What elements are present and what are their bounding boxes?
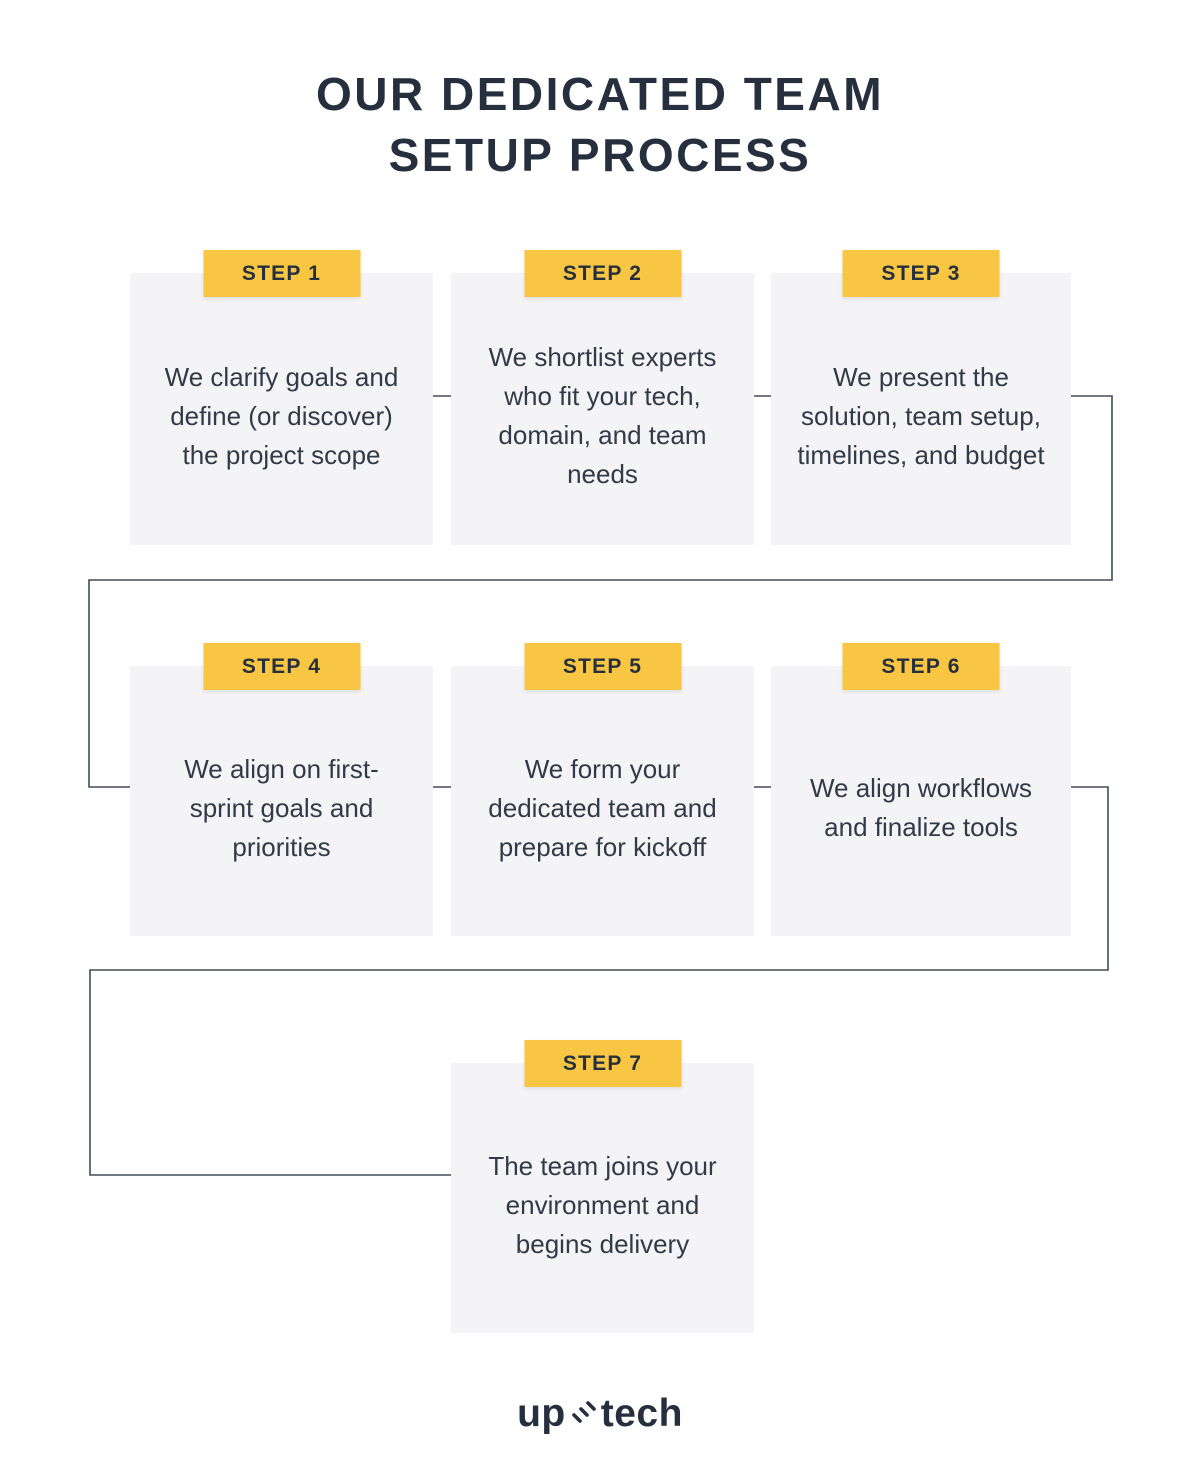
step-2-text: We shortlist experts who fit your tech, … — [488, 342, 717, 489]
step-card-6: STEP 6 We align workflows and finalize t… — [771, 643, 1071, 936]
logo-up-text: up — [517, 1392, 566, 1435]
step-1-badge: STEP 1 — [203, 250, 360, 297]
step-6-badge: STEP 6 — [842, 643, 1000, 690]
step-card-4: STEP 4 We align on first-sprint goals an… — [130, 643, 433, 936]
step-card-3: STEP 3 We present the solution, team set… — [771, 250, 1071, 545]
step-card-2: STEP 2 We shortlist experts who fit your… — [451, 250, 754, 545]
step-5-text: We form your dedicated team and prepare … — [488, 753, 717, 862]
step-3-badge: STEP 3 — [842, 250, 1000, 297]
page-title: OUR DEDICATED TEAM SETUP PROCESS — [0, 64, 1200, 186]
uptech-arrow-icon — [571, 1401, 596, 1423]
step-4-badge: STEP 4 — [203, 643, 360, 690]
step-4-text: We align on first-sprint goals and prior… — [184, 753, 379, 862]
step-3-text: We present the solution, team setup, tim… — [797, 361, 1045, 470]
step-1-text: We clarify goals and define (or discover… — [164, 361, 399, 470]
step-card-1: STEP 1 We clarify goals and define (or d… — [130, 250, 433, 545]
step-2-badge: STEP 2 — [524, 250, 681, 297]
uptech-logo: up tech — [0, 1392, 1200, 1436]
page-title-line2: SETUP PROCESS — [388, 129, 812, 181]
page-title-line1: OUR DEDICATED TEAM — [315, 68, 885, 120]
logo-tech-text: tech — [600, 1392, 683, 1435]
step-card-7: STEP 7 The team joins your environment a… — [451, 1040, 754, 1333]
step-6-text: We align workflows and finalize tools — [809, 773, 1033, 842]
step-5-badge: STEP 5 — [524, 643, 681, 690]
step-7-badge: STEP 7 — [524, 1040, 681, 1087]
step-7-text: The team joins your environment and begi… — [488, 1150, 717, 1259]
step-card-5: STEP 5 We form your dedicated team and p… — [451, 643, 754, 936]
